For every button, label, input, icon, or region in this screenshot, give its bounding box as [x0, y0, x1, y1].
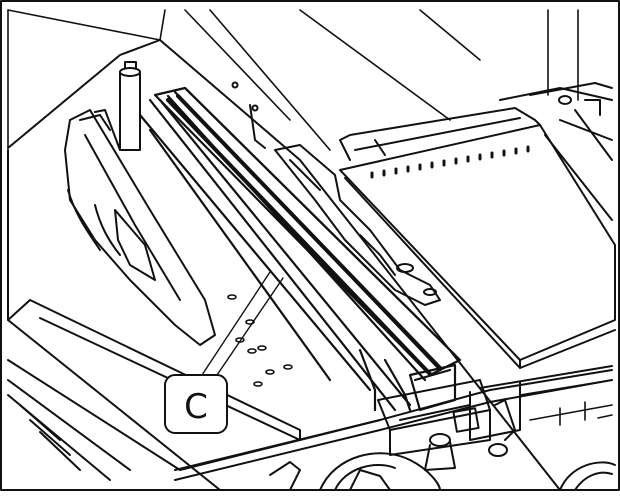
motor-housing: [231, 81, 441, 306]
callout-box: C: [164, 374, 228, 434]
blade-guard: [64, 109, 216, 346]
fence-lock-block: [377, 379, 516, 471]
background-panels: [7, 9, 579, 151]
table-slot-ticks: [370, 145, 530, 179]
rip-fence-rail: [138, 86, 462, 412]
table-holes: [227, 294, 293, 387]
callout-leader: [199, 271, 284, 379]
rail-dark-channel: [166, 94, 442, 376]
riving-post: [94, 61, 141, 151]
lower-wheel: [269, 452, 616, 491]
right-extension: [499, 82, 613, 221]
lower-right-frame: [519, 379, 613, 426]
right-table: [339, 107, 616, 369]
front-rail: [174, 365, 613, 481]
callout-label: C: [184, 387, 208, 427]
